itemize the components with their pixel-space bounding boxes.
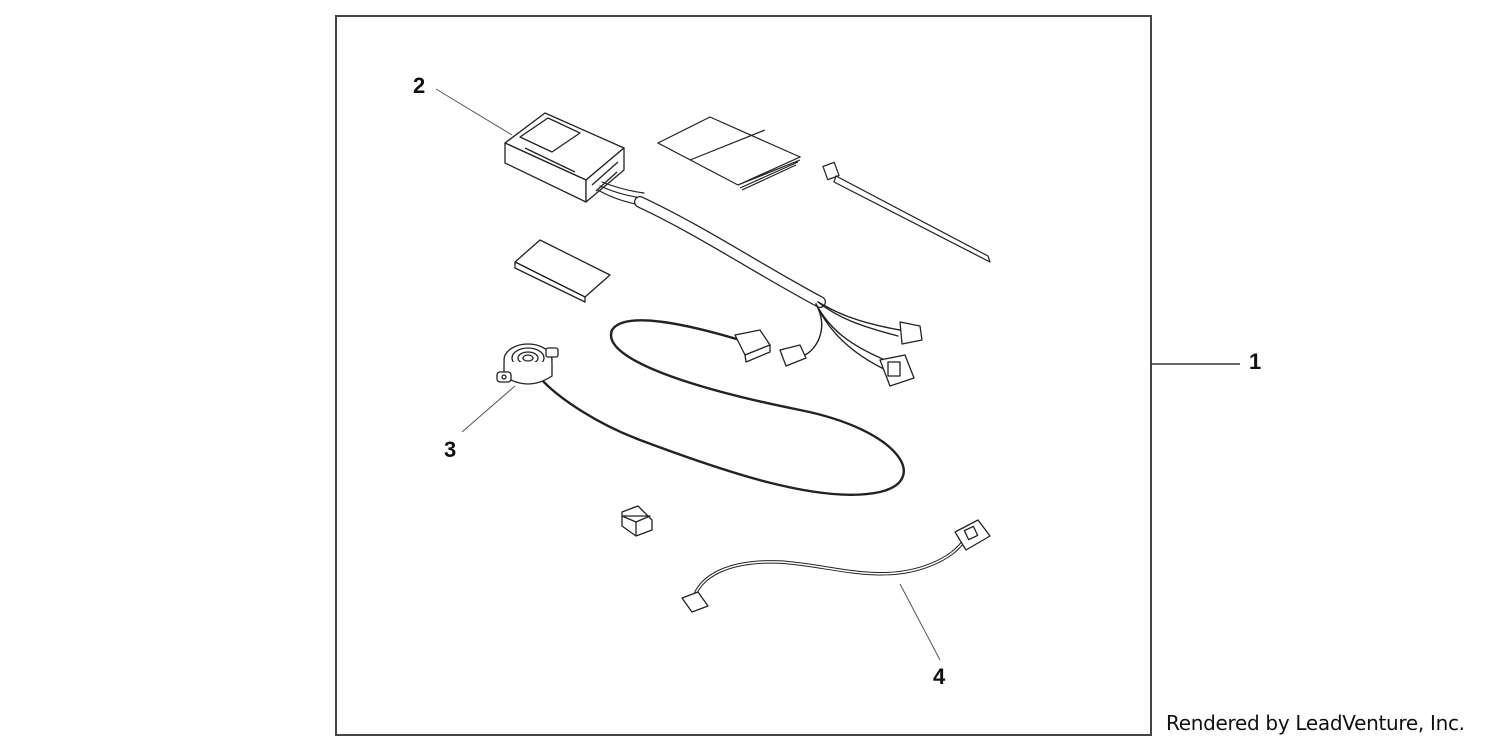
buzzer-part xyxy=(496,343,559,385)
sub-harness-part xyxy=(691,538,967,602)
leader-line-3 xyxy=(461,385,516,433)
adhesive-pad-part xyxy=(514,239,611,303)
callout-3: 3 xyxy=(444,437,457,462)
control-unit-part xyxy=(504,112,625,203)
callout-4: 4 xyxy=(933,664,946,689)
credit-text: Rendered by LeadVenture, Inc. xyxy=(1166,711,1465,735)
harness-connectors xyxy=(734,321,923,387)
diagram-frame xyxy=(335,15,1152,736)
leader-line-4 xyxy=(899,583,941,661)
callout-2: 2 xyxy=(413,73,426,98)
leader-line-2 xyxy=(435,88,513,136)
wire-clip-part xyxy=(621,505,653,537)
main-wire-harness xyxy=(538,181,905,496)
sub-harness-connectors xyxy=(681,519,991,613)
instruction-sheet-part xyxy=(656,116,802,191)
cable-tie-part xyxy=(822,161,991,263)
callout-1: 1 xyxy=(1249,349,1262,374)
